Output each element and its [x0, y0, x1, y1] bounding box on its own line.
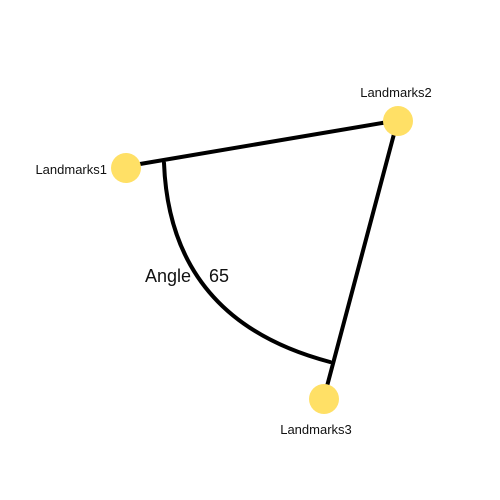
landmark3-label: Landmarks3	[280, 422, 352, 437]
landmark1-label: Landmarks1	[35, 162, 107, 177]
landmark1-marker	[111, 153, 141, 183]
edge-landmarks2-landmarks3	[324, 132, 396, 392]
landmark2-marker	[383, 106, 413, 136]
edge-landmarks1-landmarks2	[138, 120, 390, 166]
landmark2-label: Landmarks2	[360, 85, 432, 100]
angle-value: 65	[209, 266, 229, 286]
landmark3-marker	[309, 384, 339, 414]
angle-arc	[162, 161, 332, 364]
angle-label: Angle	[145, 266, 191, 286]
